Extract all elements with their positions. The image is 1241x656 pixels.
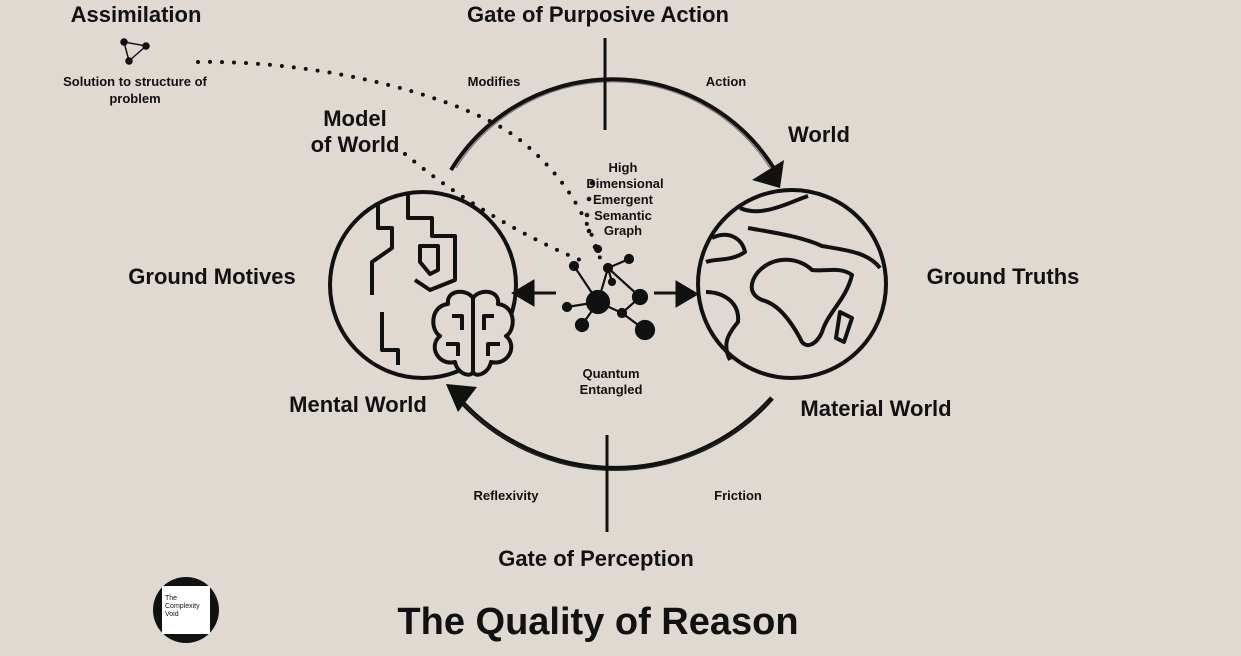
ground-motives-label: Ground Motives: [128, 264, 295, 289]
mental-world-arrow-head: [446, 384, 477, 412]
assimilation-network-icon: [120, 38, 150, 65]
graph-label-line3: Emergent: [593, 192, 654, 207]
upper-cycle-arc-shadow: [455, 81, 771, 169]
logo-line2: Complexity: [165, 603, 200, 610]
brain-icon: [431, 289, 515, 377]
graph-to-material-arrow: [654, 280, 699, 308]
reflexivity-label: Reflexivity: [473, 488, 539, 503]
model-dotted-path: [403, 152, 587, 264]
modifies-label: Modifies: [468, 74, 521, 89]
quantum-label-line2: Entangled: [580, 382, 643, 397]
assimilation-dotted-path: [196, 59, 602, 260]
complexity-void-logo: The Complexity Void: [153, 577, 219, 643]
world-arrow-head: [752, 160, 784, 188]
graph-label-line4: Semantic: [594, 208, 652, 223]
lower-cycle-arc: [458, 396, 774, 471]
graph-to-mental-arrow: [511, 279, 556, 307]
graph-label-line1: High: [609, 160, 638, 175]
ground-truths-label: Ground Truths: [927, 264, 1080, 289]
friction-label: Friction: [714, 488, 762, 503]
logo-line1: The: [165, 595, 177, 602]
semantic-graph-icon: [561, 244, 656, 341]
quantum-label-line1: Quantum: [582, 366, 639, 381]
model-of-world-line1: Model: [323, 106, 387, 131]
world-label: World: [788, 122, 850, 147]
graph-label-line2: Dimensional: [586, 176, 663, 191]
lower-cycle-arc-shadow: [463, 401, 769, 472]
material-world-label: Material World: [800, 396, 951, 421]
graph-label-line5: Graph: [604, 223, 642, 238]
upper-cycle-arc: [449, 77, 777, 172]
logo-line3: Void: [165, 611, 179, 618]
diagram-title: The Quality of Reason: [397, 601, 798, 643]
material-globe-icon: [696, 188, 888, 380]
model-of-world-line2: of World: [311, 132, 400, 157]
action-label: Action: [706, 74, 747, 89]
gate-purposive-action-label: Gate of Purposive Action: [467, 2, 729, 27]
gate-perception-label: Gate of Perception: [498, 546, 694, 571]
solution-label-line1: Solution to structure of: [63, 74, 207, 89]
solution-label-line2: problem: [109, 91, 160, 106]
assimilation-label: Assimilation: [71, 2, 202, 27]
mental-world-label: Mental World: [289, 392, 427, 417]
mental-globe-icon: [328, 190, 518, 380]
